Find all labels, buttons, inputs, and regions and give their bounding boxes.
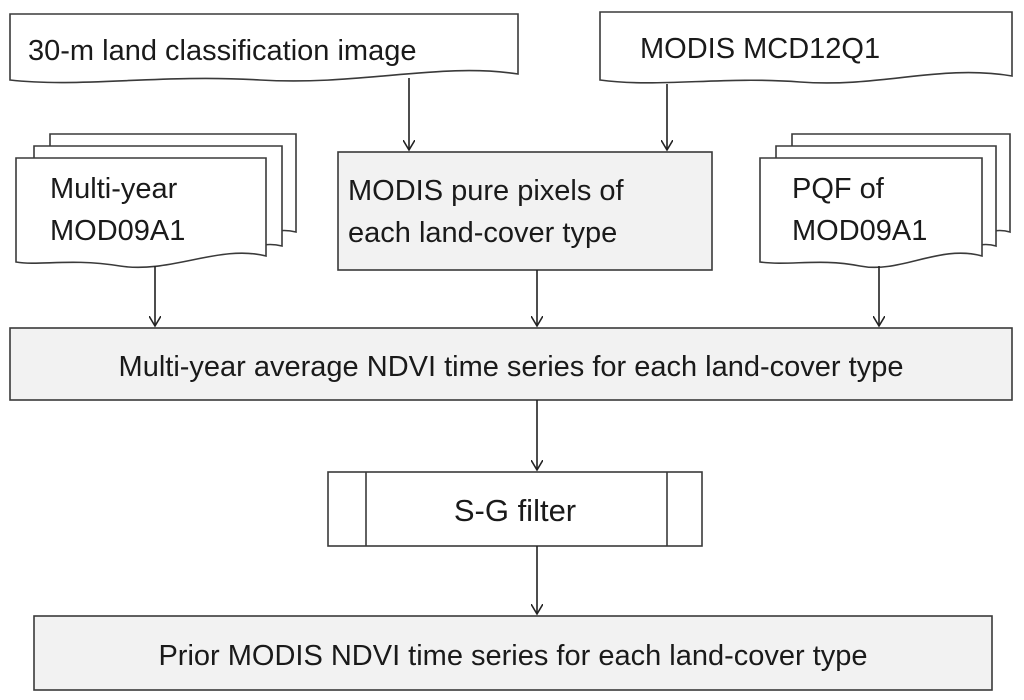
sg-filter-node: S-G filter <box>327 471 703 547</box>
prior-ndvi-node: Prior MODIS NDVI time series for each la… <box>33 615 993 691</box>
process-box <box>33 615 993 691</box>
mod09a1-multiyear-node: Multi-year MOD09A1 <box>15 133 297 269</box>
pqf-label-line1: PQF of <box>792 173 885 205</box>
document-shape <box>9 13 519 84</box>
document-shape <box>599 11 1013 84</box>
pqf-node: PQF of MOD09A1 <box>759 133 1011 269</box>
prior-ndvi-label: Prior MODIS NDVI time series for each la… <box>158 640 867 672</box>
document-shape <box>15 157 267 269</box>
pure-pixels-label-line2: each land-cover type <box>348 217 617 249</box>
process-box <box>9 327 1013 401</box>
pure-pixels-label-line1: MODIS pure pixels of <box>348 175 625 207</box>
mod09a1-multiyear-label-line2: MOD09A1 <box>50 215 185 247</box>
average-ndvi-node: Multi-year average NDVI time series for … <box>9 327 1013 401</box>
sg-filter-label: S-G filter <box>454 493 576 528</box>
mcd12q1-node: MODIS MCD12Q1 <box>599 11 1013 84</box>
mod09a1-multiyear-label-line1: Multi-year <box>50 173 178 205</box>
process-box <box>337 151 713 271</box>
land-classification-node: 30-m land classification image <box>9 13 519 84</box>
land-classification-label: 30-m land classification image <box>28 35 416 67</box>
mcd12q1-label: MODIS MCD12Q1 <box>640 33 880 65</box>
process-box <box>327 471 703 547</box>
average-ndvi-label: Multi-year average NDVI time series for … <box>119 351 904 383</box>
pqf-label-line2: MOD09A1 <box>792 215 927 247</box>
pure-pixels-node: MODIS pure pixels of each land-cover typ… <box>337 151 713 271</box>
document-shape <box>759 157 983 269</box>
